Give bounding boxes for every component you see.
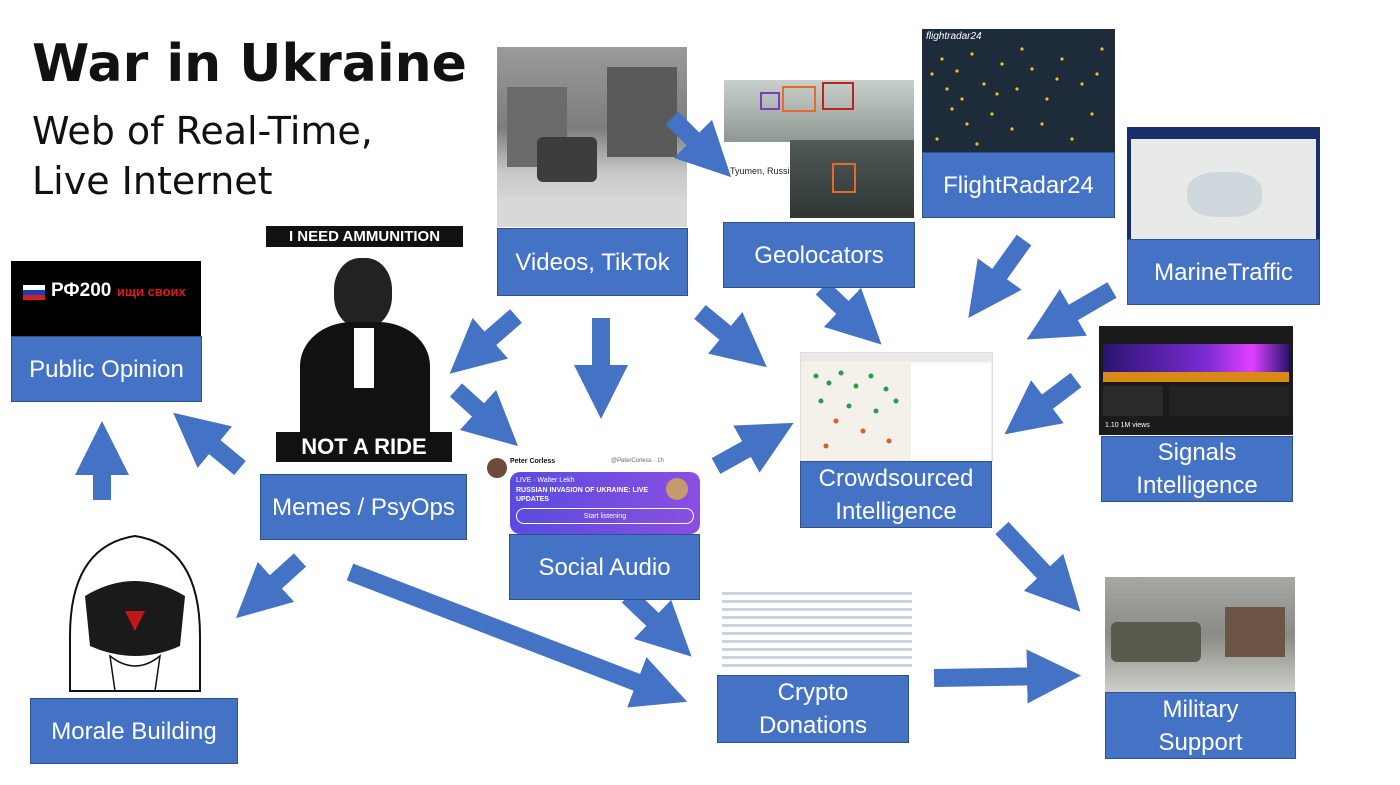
arrow-memes-morale — [256, 560, 300, 600]
arrow-poster-social — [456, 390, 498, 428]
arrow-flight-crowd — [984, 240, 1024, 296]
arrow-videos-memes — [470, 316, 516, 356]
arrow-videos-crowd — [700, 312, 746, 350]
node-signals-intelligence: Signals Intelligence — [1101, 436, 1293, 502]
node-flightradar24: FlightRadar24 — [922, 152, 1115, 218]
arrow-memes-public — [194, 430, 240, 468]
node-memes-psyops: Memes / PsyOps — [260, 474, 467, 540]
node-military-support: Military Support — [1105, 692, 1296, 759]
node-geolocators: Geolocators — [723, 222, 915, 288]
arrow-crowd-military — [1002, 528, 1062, 592]
arrow-videos-geolocators — [672, 118, 712, 158]
arrow-marine-crowd — [1050, 290, 1112, 326]
node-crypto-donations: Crypto Donations — [717, 675, 909, 743]
arrow-crypto-military — [934, 676, 1054, 678]
node-videos-tiktok: Videos, TikTok — [497, 228, 688, 296]
node-marinetraffic: MarineTraffic — [1127, 239, 1320, 305]
node-crowdsourced-intelligence: Crowdsourced Intelligence — [800, 461, 992, 528]
arrow-signals-crowd — [1026, 380, 1076, 418]
node-public-opinion: Public Opinion — [11, 336, 202, 402]
arrow-social-crowd — [716, 436, 770, 466]
node-morale-building: Morale Building — [30, 698, 238, 764]
arrow-social-crypto — [628, 596, 672, 638]
arrow-geo-crowd — [822, 288, 862, 326]
node-social-audio: Social Audio — [509, 534, 700, 600]
